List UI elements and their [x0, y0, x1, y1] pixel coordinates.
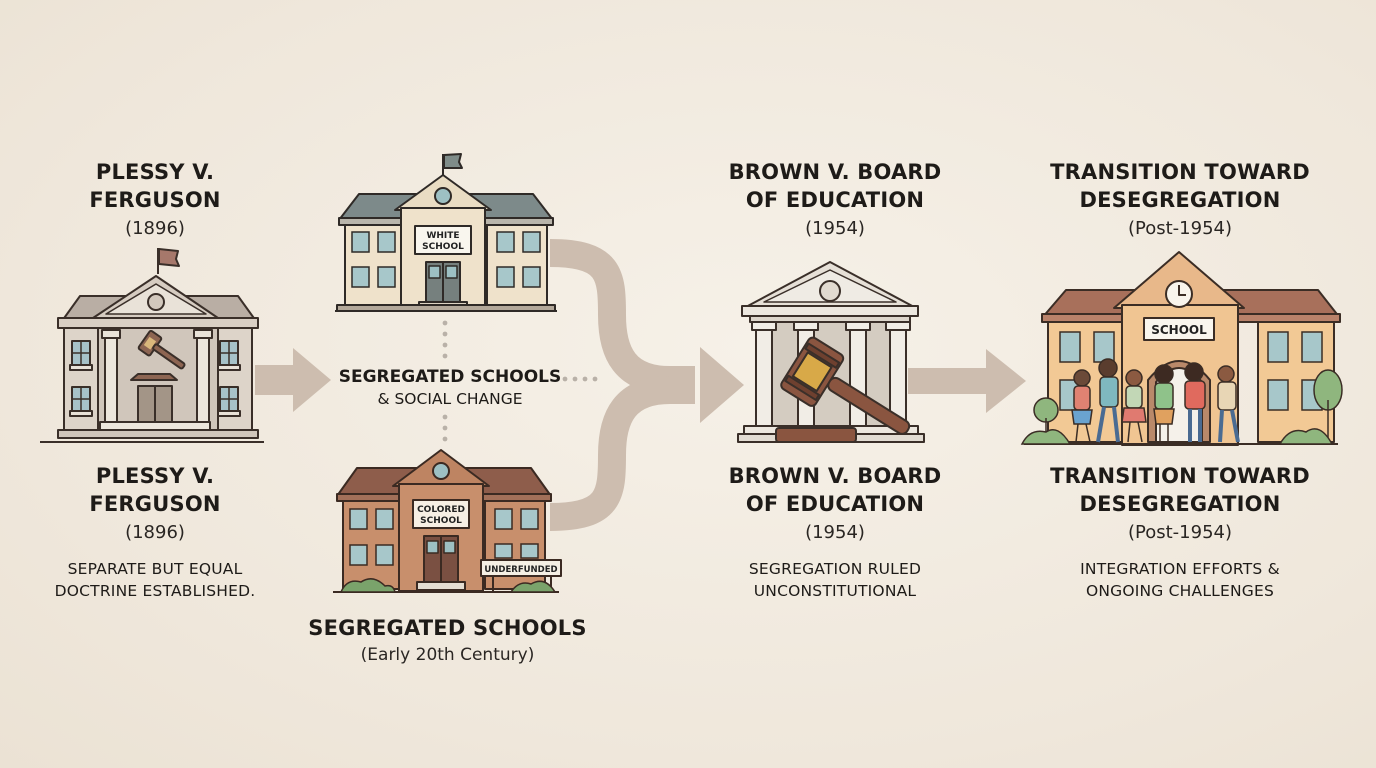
- brown-top-title-line1: BROWN V. BOARD: [728, 160, 942, 184]
- transition-top-heading: TRANSITION TOWARD DESEGREGATION (Post-19…: [1030, 158, 1330, 242]
- segregated-bottom-title: SEGREGATED SCHOOLS: [308, 616, 587, 640]
- transition-description-line1: INTEGRATION EFFORTS &: [1080, 560, 1280, 578]
- plessy-top-year: (1896): [125, 218, 185, 239]
- plessy-description: SEPARATE BUT EQUAL DOCTRINE ESTABLISHED.: [25, 558, 285, 602]
- colored-school-sign-line1: COLORED: [417, 505, 465, 515]
- integrated-school-with-students-icon: SCHOOL: [1020, 251, 1343, 446]
- merge-arrow-segregated-to-brown: [549, 239, 744, 531]
- brown-top-heading: BROWN V. BOARD OF EDUCATION (1954): [705, 158, 965, 242]
- plessy-top-title-line2: FERGUSON: [89, 188, 221, 212]
- courthouse-with-gavel-icon: [40, 248, 264, 443]
- brown-description-line1: SEGREGATION RULED: [748, 560, 922, 578]
- brown-description-line2: UNCONSTITUTIONAL: [753, 582, 917, 600]
- supreme-court-with-gavel-icon: [737, 261, 925, 443]
- segregated-middle-title: SEGREGATED SCHOOLS: [338, 367, 562, 387]
- segregated-middle-heading: SEGREGATED SCHOOLS & SOCIAL CHANGE: [320, 366, 580, 410]
- arrow-plessy-to-segregated: [255, 348, 331, 412]
- dotted-connector-vertical-top: [442, 320, 448, 359]
- dotted-connector-vertical-bottom: [442, 414, 448, 442]
- plessy-bottom-heading: PLESSY V. FERGUSON (1896): [40, 462, 270, 546]
- plessy-bottom-title-line2: FERGUSON: [89, 492, 221, 516]
- plessy-bottom-year: (1896): [125, 522, 185, 543]
- brown-bottom-year: (1954): [805, 522, 865, 543]
- plessy-description-line1: SEPARATE BUT EQUAL: [67, 560, 243, 578]
- white-school-sign-line1: WHITE: [426, 231, 459, 241]
- transition-description-line2: ONGOING CHALLENGES: [1085, 582, 1275, 600]
- segregated-bottom-year: (Early 20th Century): [360, 645, 535, 665]
- underfunded-sign: UNDERFUNDED: [484, 565, 557, 575]
- colored-school-icon: COLORED SCHOOL UNDERFUNDED: [333, 449, 562, 593]
- transition-top-title-line1: TRANSITION TOWARD: [1050, 160, 1310, 184]
- transition-bottom-heading: TRANSITION TOWARD DESEGREGATION (Post-19…: [1030, 462, 1330, 546]
- segregated-bottom-heading: SEGREGATED SCHOOLS (Early 20th Century): [300, 614, 595, 668]
- transition-description: INTEGRATION EFFORTS & ONGOING CHALLENGES: [1040, 558, 1320, 602]
- transition-bottom-title-line1: TRANSITION TOWARD: [1050, 464, 1310, 488]
- segregated-middle-subtitle: & SOCIAL CHANGE: [377, 390, 523, 408]
- brown-top-year: (1954): [805, 218, 865, 239]
- plessy-top-title-line1: PLESSY V.: [95, 160, 215, 184]
- transition-top-title-line2: DESEGREGATION: [1079, 188, 1281, 212]
- brown-top-title-line2: OF EDUCATION: [745, 188, 925, 212]
- white-school-icon: WHITE SCHOOL: [335, 153, 557, 312]
- brown-bottom-title-line2: OF EDUCATION: [745, 492, 925, 516]
- arrow-brown-to-transition: [908, 349, 1026, 413]
- transition-top-year: (Post-1954): [1127, 218, 1232, 239]
- plessy-bottom-title-line1: PLESSY V.: [95, 464, 215, 488]
- plessy-description-line2: DOCTRINE ESTABLISHED.: [54, 582, 256, 600]
- plessy-top-heading: PLESSY V. FERGUSON (1896): [40, 158, 270, 242]
- transition-school-sign: SCHOOL: [1151, 323, 1207, 337]
- white-school-sign-line2: SCHOOL: [422, 242, 464, 252]
- brown-bottom-title-line1: BROWN V. BOARD: [728, 464, 942, 488]
- colored-school-sign-line2: SCHOOL: [420, 516, 462, 526]
- dotted-connector-horizontal: [562, 376, 598, 382]
- transition-bottom-year: (Post-1954): [1127, 522, 1232, 543]
- brown-description: SEGREGATION RULED UNCONSTITUTIONAL: [705, 558, 965, 602]
- brown-bottom-heading: BROWN V. BOARD OF EDUCATION (1954): [705, 462, 965, 546]
- transition-bottom-title-line2: DESEGREGATION: [1079, 492, 1281, 516]
